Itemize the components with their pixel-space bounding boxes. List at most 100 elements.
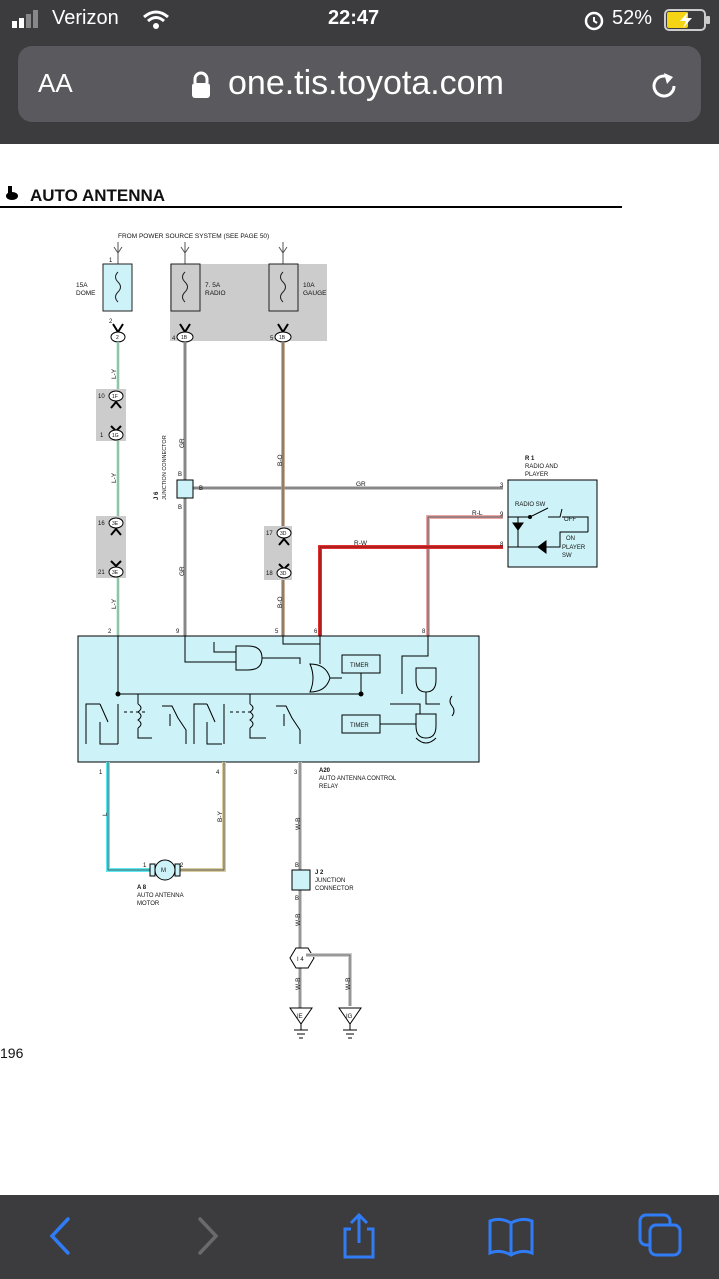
wire-rw (318, 545, 503, 636)
pin-label: 2 (109, 319, 113, 325)
wire-label: W-B (295, 817, 302, 830)
pin-label: 5 (275, 629, 279, 635)
connector-1f: 1F 1G (108, 390, 124, 441)
battery-percent: 52% (612, 7, 653, 29)
j2-label: JUNCTION (315, 878, 345, 884)
share-icon[interactable] (334, 1211, 384, 1261)
fuse-gauge-amp: 10A (303, 282, 315, 289)
pin-label: B (178, 505, 182, 511)
motor-symbol: M (161, 868, 166, 874)
connector-label: 3E (112, 570, 119, 576)
pin-label: 4 (172, 336, 176, 342)
pin-label: B (178, 472, 182, 478)
wire-label: GR (356, 481, 366, 488)
connector-label: I 4 (297, 957, 304, 963)
clock: 22:47 (328, 7, 380, 29)
wire-label: GR (179, 438, 186, 448)
connector-label: 3D (280, 531, 287, 537)
pin-label: 6 (314, 629, 318, 635)
pin-label: 9 (500, 512, 504, 518)
wire-label: W-B (345, 977, 352, 990)
fuse-dome-name: DOME (76, 290, 96, 297)
wire-label: L (102, 812, 109, 816)
fuse-gauge-name: GAUGE (303, 290, 327, 297)
alarm-icon (584, 11, 604, 31)
pin-label: 9 (176, 629, 180, 635)
reader-options-button[interactable]: AA (38, 68, 73, 98)
off-label: OFF (564, 517, 576, 523)
connector-2: 2 (110, 323, 126, 343)
a20-label: AUTO ANTENNA CONTROL (319, 776, 397, 782)
forward-icon[interactable] (182, 1211, 232, 1261)
lock-icon (192, 71, 210, 98)
connector-label: 3E (112, 521, 119, 527)
a20-id: A20 (319, 768, 331, 774)
url-bar[interactable]: AA one.tis.toyota.com (18, 46, 701, 122)
fuse-dome-amp: 15A (76, 282, 88, 289)
timer-label: TIMER (350, 723, 369, 729)
pin-label: 1 (109, 258, 113, 264)
pin-label: 2 (108, 629, 112, 635)
j2-label: CONNECTOR (315, 886, 354, 892)
connector-label: 1G (112, 433, 119, 439)
pin-label: 21 (98, 570, 105, 576)
a8-label: MOTOR (137, 901, 160, 907)
auto-antenna-motor-a8 (149, 859, 181, 881)
ground-label: IE (297, 1014, 303, 1020)
a8-label: AUTO ANTENNA (137, 893, 184, 899)
pin-label: B (199, 486, 203, 492)
browser-toolbar (0, 1195, 719, 1279)
back-icon[interactable] (36, 1211, 86, 1261)
pin-label: 1 (99, 770, 103, 776)
fuse-radio-amp: 7. 5A (205, 282, 221, 289)
fuse-dome (102, 263, 133, 312)
connector-label: 1B (279, 335, 286, 341)
tabs-icon[interactable] (636, 1211, 686, 1261)
j6-label: JUNCTION CONNECTOR (162, 435, 168, 500)
url-text[interactable]: one.tis.toyota.com (228, 64, 504, 102)
relay-internal-circuit (85, 636, 455, 745)
j2-id: J 2 (315, 870, 324, 876)
connector-label: 1F (112, 394, 118, 400)
source-label: FROM POWER SOURCE SYSTEM (SEE PAGE 50) (118, 233, 269, 240)
pin-label: 1 (100, 433, 104, 439)
connector-3d: 3D 3D (276, 527, 292, 579)
fuse-radio-name: RADIO (205, 290, 226, 297)
r1-label: PLAYER (525, 472, 549, 478)
page-number: 196 (0, 1045, 24, 1061)
connector-label: 1B (181, 335, 188, 341)
r1-id: R 1 (525, 456, 535, 462)
wifi-icon (143, 10, 169, 29)
ground-ie (289, 1007, 313, 1039)
browser-top-chrome: Verizon 22:47 52% AA one.tis.toyota.com (0, 0, 719, 144)
pin-label: 5 (270, 336, 274, 342)
pin-label: 3 (294, 770, 298, 776)
wire-label: W-B (295, 977, 302, 990)
pin-label: 16 (98, 521, 105, 527)
reload-icon[interactable] (648, 70, 680, 102)
pin-label: 18 (266, 571, 273, 577)
signal-icon (12, 10, 38, 28)
connector-label: 3D (280, 571, 287, 577)
junction-connector-j2 (291, 869, 311, 891)
wire-label: R-L (472, 510, 483, 517)
wiring-diagram: AUTO ANTENNA FROM POWER SOURCE SYSTEM (S… (0, 186, 622, 1061)
timer-label: TIMER (350, 663, 369, 669)
pin-label: B (295, 863, 299, 869)
pin-label: 1 (143, 863, 147, 869)
pin-label: 3 (500, 483, 504, 489)
pin-label: 4 (216, 770, 220, 776)
wire-label: L-Y (111, 472, 118, 483)
carrier-name: Verizon (52, 7, 119, 29)
pin-label: 8 (422, 629, 426, 635)
pin-label: 10 (98, 394, 105, 400)
bookmarks-icon[interactable] (486, 1211, 536, 1261)
wire-label: B-Y (217, 811, 224, 823)
fuse-gauge (268, 263, 299, 312)
junction-connector-j6 (176, 479, 194, 499)
antenna-icon (6, 186, 18, 200)
auto-antenna-control-relay-a20 (77, 635, 480, 763)
a20-label: RELAY (319, 784, 338, 790)
pin-label: 8 (500, 542, 504, 548)
wire-label: B-O (277, 596, 284, 608)
